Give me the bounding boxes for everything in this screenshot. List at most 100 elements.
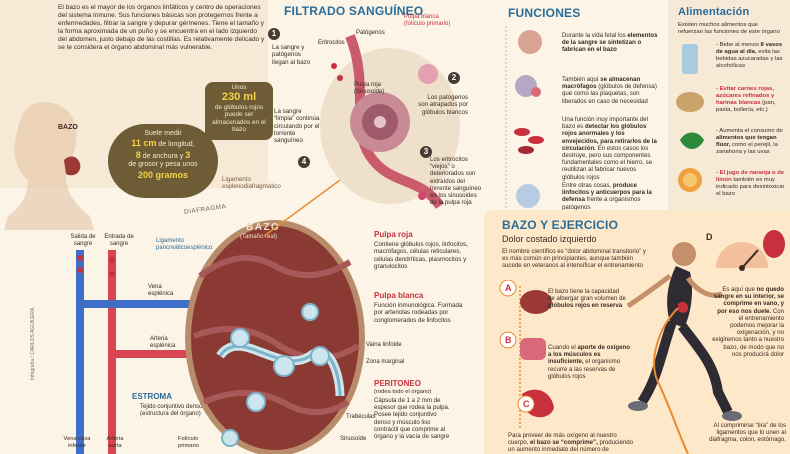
sinusoide-label: Sinusoide [340,436,367,442]
stage-a-pre: El bazo tiene la capacidad de albergar g… [548,288,626,303]
alimentacion-title: Alimentación [678,6,750,18]
stage-a-bold: glóbulos rojos en reserva [548,302,623,310]
funcion-4-pre: Entre otras cosas, [562,182,613,189]
trabeculas-label: Trabéculas [346,414,376,420]
alimento-3-post: como el perejil, la zanahoria y las uvas [716,141,778,155]
zona-marginal-label: Zona marginal [366,359,405,365]
vaina-label: Vaina linfoide [366,342,402,348]
arteria-aorta-label: Arteria aorta [106,436,124,449]
size-weight: 200 gramos [137,169,189,180]
peritoneo-sub: (rodea todo el órgano) [374,389,432,395]
ejercicio-title: BAZO Y EJERCICIO [502,218,619,232]
step-3-text: Los eritrocitos “viejos” o deteriorados … [430,156,482,207]
alimento-4-post: también es muy indicado para desintoxica… [716,176,785,197]
alimentacion-intro: Existen muchos alimentos que refuerzan l… [678,22,780,35]
alimento-2-bold: Evitar carnes rojas, azúcares refinados … [716,86,775,106]
arteria-esplenica-label: Arteria esplénica [150,336,176,350]
size-length: 11 cm [131,138,157,149]
funcion-3-pre: Una función muy importante del bazo es [562,116,649,131]
estroma-title: ESTROMA [132,392,172,401]
ejercicio-subtitle: Dolor costado izquierdo [502,234,597,244]
funcion-2-pre: También aquí [562,76,601,83]
filtrado-title: FILTRADO SANGUÍNEO [284,4,424,18]
step-1-number: 1 [271,29,277,38]
pulpa-blanca-title: Pulpa blanca [374,291,424,300]
stage-b-letter: B [505,335,512,345]
spleen-cross-section [185,220,365,454]
stage-c-bold: el bazo se “comprime”, [530,439,598,447]
storage-rest: de glóbulos rojos puede ser almacenados … [212,104,266,134]
alimento-item-1: - Bebe al menos 8 vasos de agua al día, … [716,42,786,86]
step-2-badge: 2 [448,72,460,84]
step-1-badge: 1 [268,28,280,40]
estroma-text: Tejido conjuntivo denso (estructura del … [140,404,203,418]
food-icons [676,44,704,192]
alimento-2-pre: - [716,86,720,92]
size-lead: Suele medir [144,130,182,137]
funcion-item-4: Entre otras cosas, produce linfocitos y … [562,182,658,211]
alimento-item-2: - Evitar carnes rojas, azúcares refinado… [716,86,786,128]
eritrocitos-label: Eritrocitos [318,40,345,46]
alimento-1-bold: 8 vasos de agua al día, [716,42,783,55]
pulpa-blanca-text: Función inmunológica. Formada por arteri… [374,302,463,324]
stage-d-letter: D [706,232,713,242]
vena-esplenica-label: Vena esplénica [148,284,174,298]
stage-c-letter: C [523,399,530,409]
stage-a-letter: A [505,283,512,293]
pulpa-blanca-diagram-label: Pulpa blanca (folículo primario) [404,14,451,28]
foliculo-label: Folículo primario [178,436,199,449]
body-bazo-label: BAZO [58,124,78,131]
funcion-3-bold: detectar los glóbulos rojos anormales y … [562,123,657,152]
funciones-list: Durante la vida fetal los elementos de l… [562,32,658,211]
step-4-number: 4 [301,157,307,166]
storage-intro: Unos [231,84,247,91]
alimento-item-4: - El jugo de naranja o de limón también … [716,170,786,198]
pulpa-roja-title: Pulpa roja [374,230,413,239]
alimento-item-3: - Aumenta el consumo de alimentos que te… [716,128,786,170]
stage-a-text: El bazo tiene la capacidad de albergar g… [548,288,626,310]
alimento-4-pre: - [716,170,720,176]
step-2-number: 2 [451,73,457,82]
pulpa-roja-diagram-label: Pulpa roja (Sinusoide) [354,82,385,96]
step-4-text: La sangre “limpia” continúa circulando p… [274,108,320,145]
funcion-4-bold: produce linfocitos y anticuerpos para la… [562,182,652,204]
patogenos-label: Patógenos [356,30,385,36]
funcion-2-post: (glóbulos de defensa) que como las plaqu… [562,83,657,105]
size-length-rest: de longitud, [158,141,195,149]
funcion-item-1: Durante la vida fetal los elementos de l… [562,32,658,76]
funcion-1-pre: Durante la vida fetal los [562,32,628,39]
funcion-2-bold: se almacenan macrófagos [562,76,641,91]
stage-d-text: Es aquí que no quedo sangre en su interi… [712,286,784,358]
vena-cava-label: Vena cava inferior [63,436,91,449]
ligament-top-label: Ligamento esplenodiafragmático [222,176,281,191]
alimento-3-pre: - Aumenta el consumo de [716,128,783,134]
alimento-3-bold: alimentos que tengan flúor, [716,134,777,148]
alimento-1-pre: - Bebe al menos [716,42,761,48]
storage-info-box [205,82,273,140]
runner-figure [626,242,742,454]
ejercicio-intro: El nombre científico es “dolor abdominal… [502,248,646,270]
credit-label: Infografía / CARLOS AGUILERA [30,307,36,380]
stage-b-post: el organismo recurre a las reservas de g… [548,358,621,380]
stage-d-icon [716,230,785,271]
organ-title: BAZO [246,222,281,233]
step-1-text: La sangre y patógenos llegan al bazo [272,44,311,66]
stage-b-text: Cuando el aporte de oxígeno a los múscul… [548,344,630,380]
step-3-number: 3 [423,147,429,156]
peritoneo-text: Cápsula de 1 a 2 mm de espesor que rodea… [374,397,450,440]
pulpa-roja-text: Contiene glóbulos rojos, linfocitos, mac… [374,241,468,270]
stage-b-bold: aporte de oxígeno a los músculos es insu… [548,344,630,366]
size-text: Suele medir 11 cm de longitud, 8 de anch… [114,130,212,181]
funciones-title: FUNCIONES [508,6,581,20]
stage-b-pre: Cuando el [548,344,578,351]
size-thickness-rest: de grosor y pesa unos [128,161,198,169]
funcion-item-2: También aquí se almacenan macrófagos (gl… [562,76,658,116]
step-4-badge: 4 [298,156,310,168]
storage-text: Unos 230 ml de glóbulos rojos puede ser … [207,84,271,133]
vessels-diagram [76,250,220,454]
ligamento-pancreatico-label: Ligamento pancreáticoesplénico [156,238,213,252]
organ-subtitle: (Tamaño real) [240,234,278,240]
alimento-1-post: evita las bebidas azucaradas y las alcoh… [716,48,783,69]
filtrado-diagram [320,34,460,209]
